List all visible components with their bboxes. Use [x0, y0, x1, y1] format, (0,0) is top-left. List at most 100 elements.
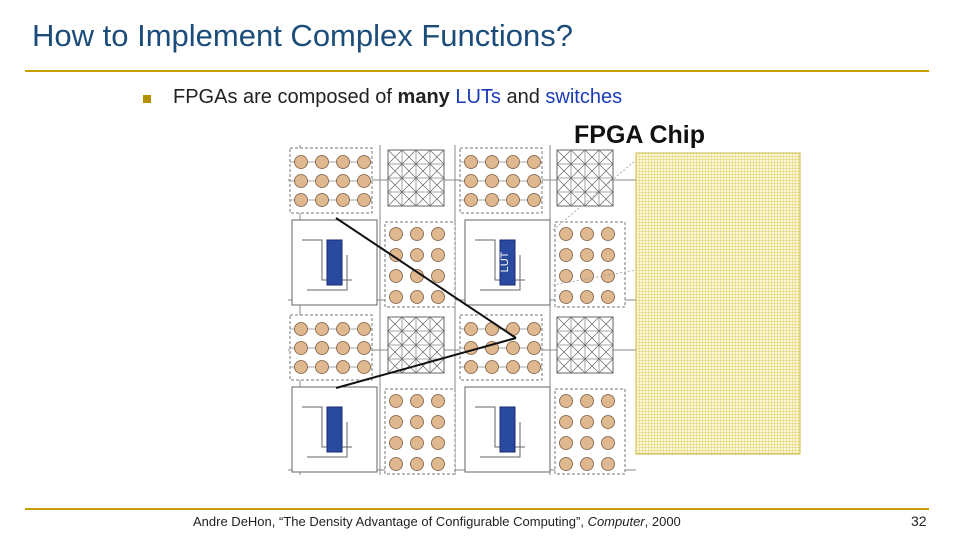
- crossbar-diag: [598, 191, 614, 207]
- switch-node: [294, 155, 308, 169]
- switch-node: [580, 227, 594, 241]
- switch-node: [527, 341, 541, 355]
- bullet-luts: LUTs: [455, 86, 501, 108]
- switch-node: [410, 290, 424, 304]
- switch-node: [601, 415, 615, 429]
- switch-node: [389, 436, 403, 450]
- bullet-text: FPGAs are composed of many LUTs and swit…: [173, 86, 622, 109]
- switch-node: [389, 248, 403, 262]
- switch-node: [336, 360, 350, 374]
- switch-node: [527, 155, 541, 169]
- switch-node: [410, 227, 424, 241]
- switch-node: [559, 269, 573, 283]
- bullet-switches: switches: [545, 86, 623, 108]
- switch-node: [357, 322, 371, 336]
- switch-node: [580, 457, 594, 471]
- switch-node: [410, 457, 424, 471]
- switch-node: [527, 322, 541, 336]
- switch-node: [336, 155, 350, 169]
- zoom-lines: [335, 159, 637, 389]
- switch-node: [431, 227, 445, 241]
- citation-text: Andre DeHon, “The Density Advantage of C…: [193, 514, 588, 529]
- switch-node: [601, 290, 615, 304]
- switch-node: [294, 341, 308, 355]
- switch-node: [357, 193, 371, 207]
- switch-node: [527, 174, 541, 188]
- switch-node: [580, 415, 594, 429]
- fpga-tiles: [288, 145, 636, 475]
- crossbar-diag: [429, 358, 445, 374]
- switch-node: [601, 248, 615, 262]
- crossbar-diag: [556, 316, 614, 374]
- switch-node: [294, 174, 308, 188]
- switch-node: [464, 155, 478, 169]
- switch-node: [506, 341, 520, 355]
- slide-title: How to Implement Complex Functions?: [32, 18, 574, 53]
- crossbar-diag: [429, 149, 445, 165]
- switch-node: [559, 415, 573, 429]
- crossbar-diag: [584, 177, 614, 207]
- switch-node: [389, 290, 403, 304]
- zoom-line-top: [335, 217, 517, 339]
- crossbar-diag: [415, 149, 445, 179]
- switch-node: [431, 290, 445, 304]
- switch-node: [485, 360, 499, 374]
- switch-node: [485, 155, 499, 169]
- bullet-bold-many: many: [397, 86, 450, 108]
- crossbar-diag: [556, 149, 614, 207]
- switch-node: [580, 248, 594, 262]
- citation: Andre DeHon, “The Density Advantage of C…: [193, 514, 681, 529]
- switch-node: [464, 322, 478, 336]
- crossbar-diag: [584, 344, 614, 374]
- lut-block: [499, 406, 516, 453]
- switch-node: [336, 193, 350, 207]
- switch-node: [431, 248, 445, 262]
- crossbar-diag: [429, 316, 445, 332]
- switch-node: [580, 436, 594, 450]
- bullet-and: and: [500, 86, 546, 108]
- switch-node: [315, 322, 329, 336]
- switch-node: [559, 248, 573, 262]
- switch-node: [506, 360, 520, 374]
- zoom-line-bottom: [335, 337, 517, 389]
- switch-node: [389, 415, 403, 429]
- bullet-prefix: FPGAs are composed of: [173, 86, 398, 108]
- switch-node: [464, 193, 478, 207]
- page-number: 32: [911, 513, 927, 529]
- switch-node: [559, 457, 573, 471]
- switch-node: [357, 155, 371, 169]
- switch-node: [389, 269, 403, 283]
- switch-node: [601, 269, 615, 283]
- title-divider: [25, 70, 929, 72]
- crossbar-diag: [415, 316, 445, 346]
- switch-node: [601, 227, 615, 241]
- switch-node: [506, 174, 520, 188]
- switch-node: [315, 174, 329, 188]
- switch-node: [559, 227, 573, 241]
- switch-node: [431, 436, 445, 450]
- switch-node: [431, 394, 445, 408]
- crossbar-diag: [598, 358, 614, 374]
- switch-node: [506, 193, 520, 207]
- switch-node: [431, 269, 445, 283]
- switch-node: [485, 193, 499, 207]
- switch-node: [431, 415, 445, 429]
- crossbar-diag: [387, 316, 445, 374]
- switch-node: [336, 322, 350, 336]
- crossbar-diag: [387, 149, 445, 207]
- switch-node: [580, 269, 594, 283]
- switch-node: [580, 290, 594, 304]
- citation-journal: Computer: [587, 514, 645, 529]
- switch-node: [315, 360, 329, 374]
- switch-node: [357, 341, 371, 355]
- switch-node: [580, 394, 594, 408]
- switch-node: [601, 394, 615, 408]
- switch-node: [336, 174, 350, 188]
- citation-year: , 2000: [644, 514, 681, 529]
- switch-node: [601, 457, 615, 471]
- switch-node: [410, 436, 424, 450]
- switch-node: [315, 341, 329, 355]
- lut-block: [326, 239, 343, 286]
- switch-node: [389, 394, 403, 408]
- fpga-chip-grid: [635, 152, 801, 455]
